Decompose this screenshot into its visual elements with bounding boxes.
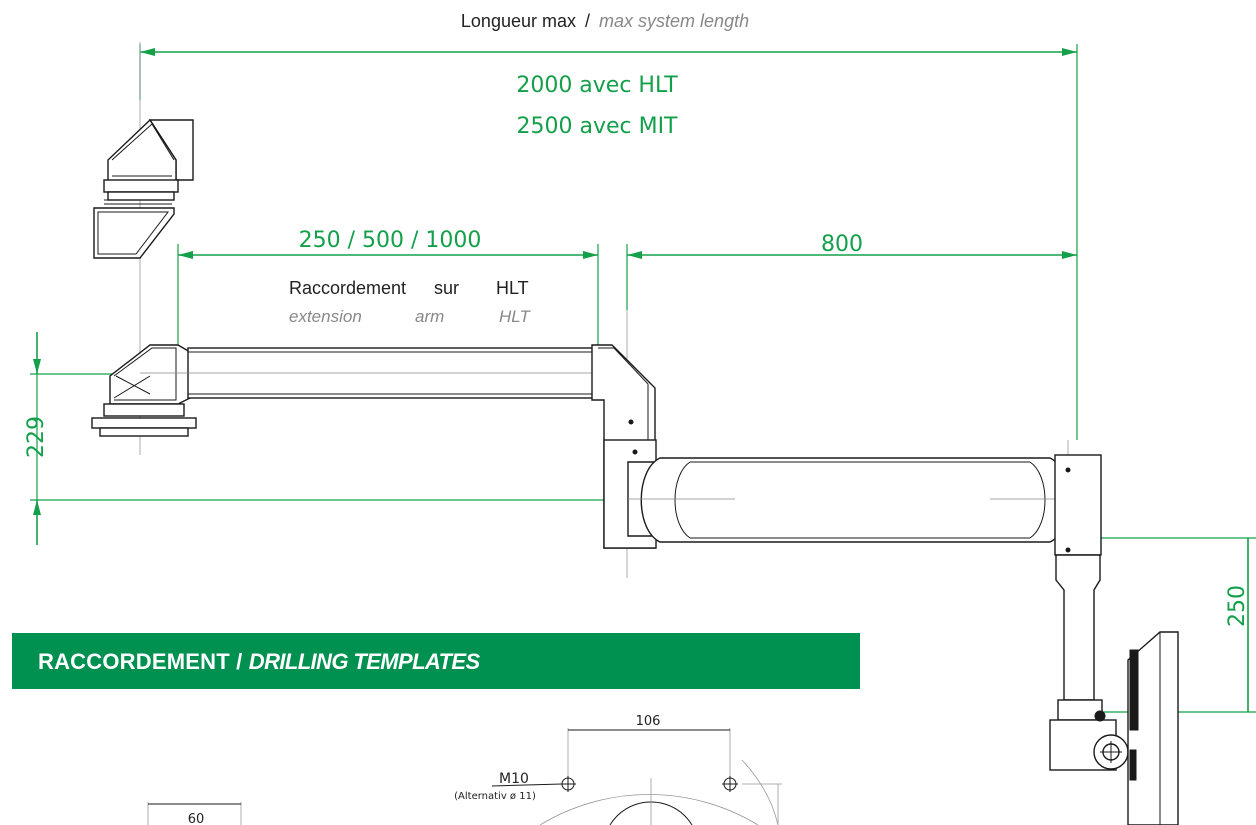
extension-arm-tube [140, 347, 610, 399]
dimension-label-229: 229 [24, 416, 49, 458]
dimension-label-arm: 800 [821, 232, 863, 257]
base-elbow-part [91, 344, 197, 437]
upper-elbow-part [93, 118, 194, 259]
thread-leader [491, 783, 563, 787]
alternative-label: (Alternativ ø 11) [454, 791, 536, 802]
extension-arm-note: extension arm HLT [289, 307, 531, 326]
section-title-alt: DRILLING TEMPLATES [248, 649, 480, 674]
dim-106-label: 106 [636, 714, 661, 729]
vertical-drop-tube [1055, 554, 1103, 721]
monitor-side-view [1127, 631, 1179, 825]
dimension-label-extension: 250 / 500 / 1000 [299, 228, 482, 253]
template-outer-arc [539, 794, 759, 825]
main-arm-tube [627, 454, 1102, 556]
drilling-template: 106 M10 (Alternativ ø 11) 60 [147, 714, 782, 825]
thread-label: M10 [499, 771, 529, 787]
dimension-label-mit: 2500 avec MIT [516, 114, 678, 139]
max-length-label: Longueur max / max system length [461, 11, 749, 31]
dim-60-label: 60 [188, 812, 205, 825]
dimension-label-hlt: 2000 avec HLT [516, 73, 678, 98]
monitor-bracket [1049, 710, 1129, 771]
template-outer-arc-right [741, 759, 779, 825]
connection-note: Raccordement sur HLT [289, 278, 529, 298]
section-banner: RACCORDEMENT / DRILLING TEMPLATES [12, 633, 860, 689]
section-title: RACCORDEMENT / DRILLING TEMPLATES [38, 649, 480, 675]
dimension-label-250: 250 [1225, 585, 1250, 627]
section-title-main: RACCORDEMENT / [38, 649, 243, 674]
